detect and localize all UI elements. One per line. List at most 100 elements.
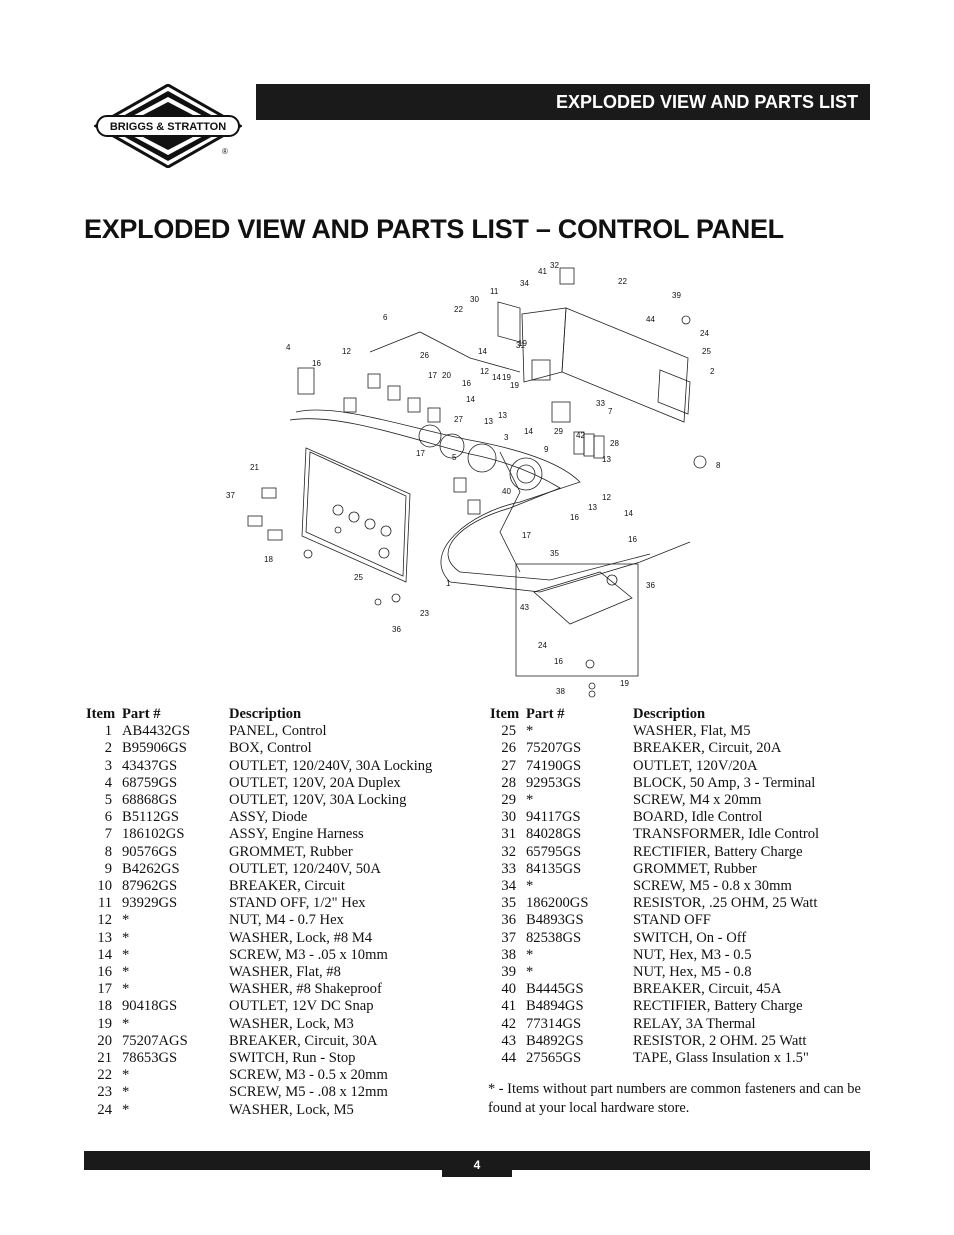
item-number: 31 [501, 826, 516, 843]
part-description: WASHER, Flat, M5 [633, 723, 751, 740]
part-description: BREAKER, Circuit [229, 878, 345, 895]
header-item: Item [490, 706, 520, 722]
part-description: WASHER, Lock, M3 [229, 1015, 354, 1032]
briggs-stratton-logo: BRIGGS & STRATTON ® [94, 84, 242, 168]
part-number: * [122, 946, 130, 963]
table-row: 25*WASHER, Flat, M5 [490, 723, 819, 740]
item-number: 26 [501, 740, 516, 757]
part-description: SCREW, M5 - 0.8 x 30mm [633, 878, 792, 895]
part-number: * [122, 1067, 130, 1084]
item-number: 29 [501, 792, 516, 809]
item-number: 21 [97, 1050, 112, 1067]
part-description: BREAKER, Circuit, 45A [633, 981, 782, 998]
callout-number: 22 [454, 305, 463, 314]
resistor-inset-box [515, 563, 639, 677]
callout-number: 6 [383, 313, 388, 322]
header-description: Description [633, 706, 706, 722]
part-description: WASHER, Lock, #8 M4 [229, 929, 373, 946]
table-row: 29*SCREW, M4 x 20mm [490, 792, 819, 809]
part-description: GROMMET, Rubber [633, 860, 757, 877]
parts-table-right: Item Part # Description 25*WASHER, Flat,… [490, 706, 819, 1067]
item-number: 19 [97, 1015, 112, 1032]
callout-number: 36 [646, 581, 655, 590]
callout-number: 24 [538, 641, 547, 650]
callout-number: 16 [554, 657, 563, 666]
parts-table-header: Item Part # Description [86, 706, 432, 723]
callout-number: 13 [498, 411, 507, 420]
callout-number: 34 [520, 279, 529, 288]
table-row: 19*WASHER, Lock, M3 [86, 1016, 432, 1033]
callout-number: 17 [522, 531, 531, 540]
part-description: OUTLET, 120V/20A [633, 757, 758, 774]
item-number: 5 [104, 792, 112, 809]
part-number: B5112GS [122, 809, 180, 826]
part-number: * [122, 912, 130, 929]
part-description: SCREW, M4 x 20mm [633, 792, 762, 809]
callout-number: 24 [700, 329, 709, 338]
part-number: 75207AGS [122, 1032, 188, 1049]
callout-number: 3 [504, 433, 509, 442]
callout-number: 35 [550, 549, 559, 558]
part-number: 84135GS [526, 860, 582, 877]
table-row: 24*WASHER, Lock, M5 [86, 1102, 432, 1119]
item-number: 4 [104, 774, 112, 791]
part-number: 186102GS [122, 826, 185, 843]
item-number: 42 [501, 1015, 516, 1032]
callout-number: 5 [452, 453, 457, 462]
part-description: WASHER, Lock, M5 [229, 1101, 354, 1118]
callout-number: 16 [628, 535, 637, 544]
callout-number: 11 [490, 287, 499, 296]
table-row: 12*NUT, M4 - 0.7 Hex [86, 912, 432, 929]
item-number: 39 [501, 964, 516, 981]
part-number: B95906GS [122, 740, 187, 757]
part-description: SWITCH, On - Off [633, 929, 747, 946]
item-number: 18 [97, 998, 112, 1015]
part-description: SCREW, M3 - 0.5 x 20mm [229, 1067, 388, 1084]
section-header-bar: EXPLODED VIEW AND PARTS LIST [256, 84, 870, 120]
part-description: RESISTOR, 2 OHM. 25 Watt [633, 1032, 807, 1049]
callout-number: 1 [446, 579, 451, 588]
callout-number: 19 [502, 373, 511, 382]
callout-number: 19 [620, 679, 629, 688]
part-number: 78653GS [122, 1050, 178, 1067]
part-number: * [122, 981, 130, 998]
item-number: 34 [501, 878, 516, 895]
part-number: B4892GS [526, 1032, 584, 1049]
item-number: 38 [501, 946, 516, 963]
item-number: 1 [104, 723, 112, 740]
callout-number: 31 [516, 341, 525, 350]
part-number: * [122, 1084, 130, 1101]
svg-text:BRIGGS & STRATTON: BRIGGS & STRATTON [110, 121, 226, 133]
part-number: * [526, 723, 534, 740]
part-description: STAND OFF [633, 912, 711, 929]
callout-number: 19 [510, 381, 519, 390]
part-number: * [122, 1101, 130, 1118]
callout-number: 14 [492, 373, 501, 382]
callout-number: 16 [312, 359, 321, 368]
part-number: * [526, 878, 534, 895]
callout-number: 12 [602, 493, 611, 502]
svg-text:®: ® [222, 147, 228, 156]
item-number: 16 [97, 964, 112, 981]
callout-number: 36 [392, 625, 401, 634]
part-description: BOX, Control [229, 740, 312, 757]
callout-number: 41 [538, 267, 547, 276]
callout-number: 7 [608, 407, 613, 416]
part-description: WASHER, #8 Shakeproof [229, 981, 382, 998]
part-description: GROMMET, Rubber [229, 843, 353, 860]
callout-number: 17 [416, 449, 425, 458]
table-row: 34 * SCREW, M5 - 0.8 x 30mm [490, 878, 819, 895]
callout-number: 12 [342, 347, 351, 356]
